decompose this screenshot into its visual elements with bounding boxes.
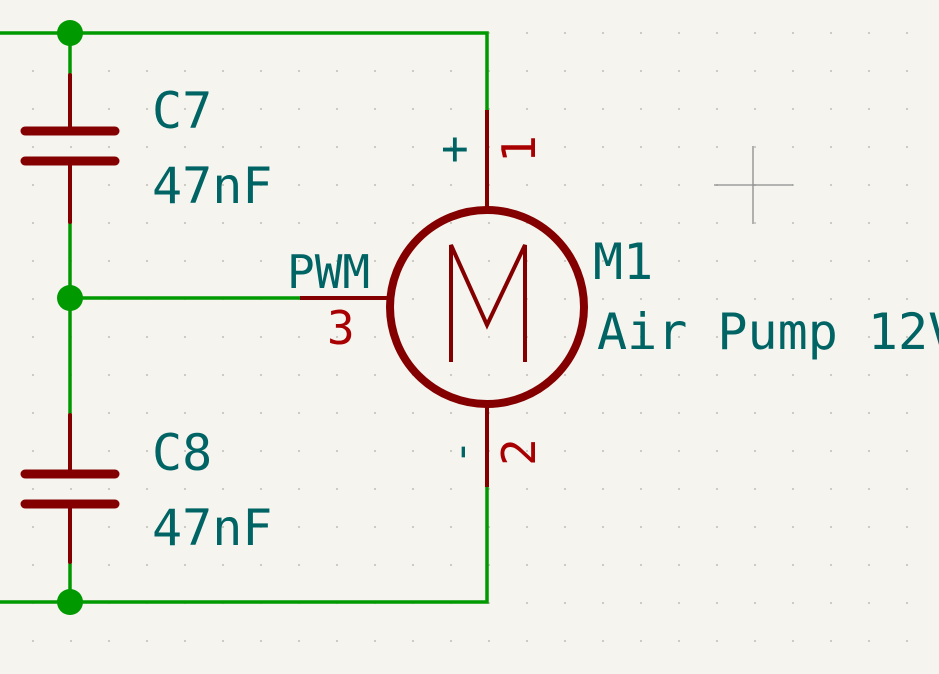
capacitor-c7[interactable] [20,73,120,224]
wire-top[interactable] [0,31,489,112]
junction-top[interactable] [57,20,83,46]
junction-middle[interactable] [57,285,83,311]
motor-body-circle [386,206,588,408]
motor-m-glyph [449,244,527,362]
junction-bottom[interactable] [57,589,83,615]
c7-value[interactable]: 47nF [152,157,272,215]
pin1-name: + [441,121,469,175]
motor-m1[interactable] [300,110,588,487]
crosshair-cursor-icon [714,146,793,224]
junctions [57,20,83,615]
motor-value[interactable]: Air Pump 12V [597,303,939,361]
motor-reference[interactable]: M1 [593,233,653,291]
pin3-name: PWM [287,245,370,299]
pin2-number: 2 [492,438,546,466]
grid-dots [31,31,909,643]
c8-value[interactable]: 47nF [152,499,272,557]
pin2-name: - [436,439,485,464]
c7-reference[interactable]: C7 [152,82,212,140]
capacitor-c8[interactable] [20,413,120,564]
pin3-number: 3 [327,301,355,355]
wire-bottom[interactable] [0,485,489,604]
pin1-number: 1 [492,135,546,163]
c8-reference[interactable]: C8 [152,424,212,482]
